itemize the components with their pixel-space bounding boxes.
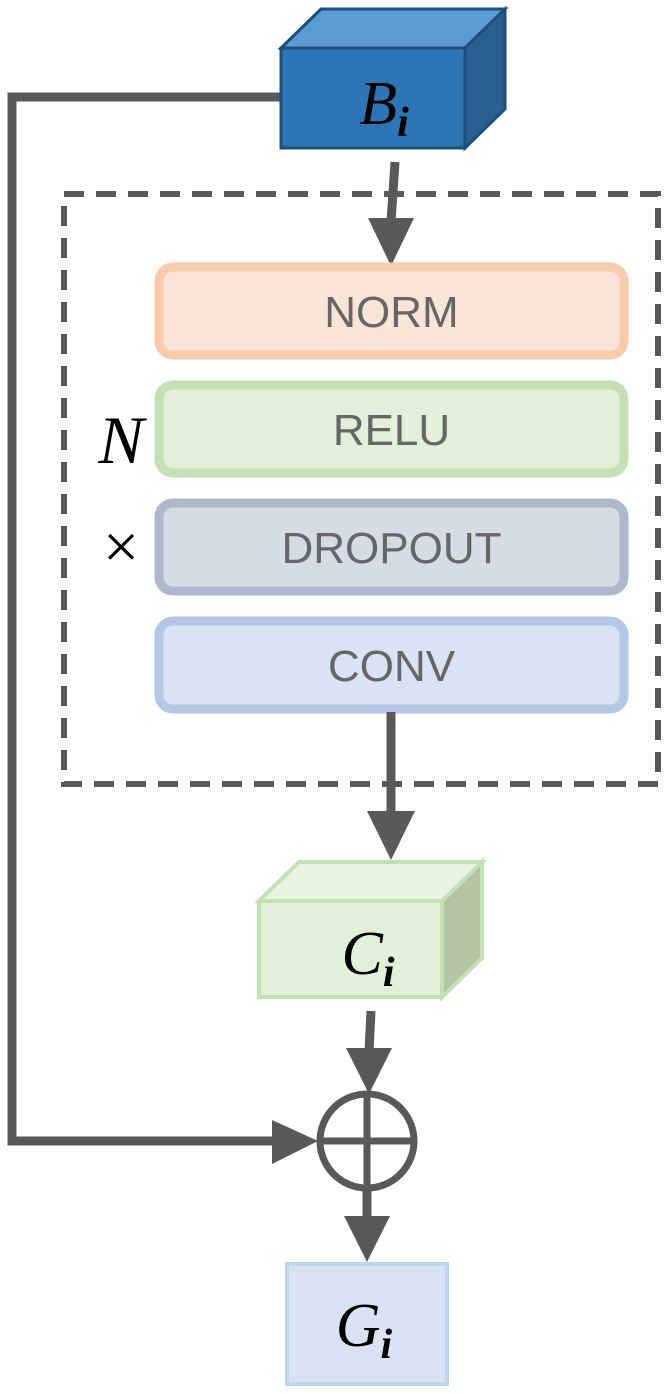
layer-stack: NORM RELU DROPOUT CONV (154, 262, 629, 714)
arrow-input-to-norm-head (368, 218, 414, 266)
input-block-symbol: B (359, 70, 397, 138)
layer-dropout: DROPOUT (154, 498, 629, 596)
conv-output-block-subscript: i (383, 950, 395, 996)
layer-relu-label: RELU (333, 406, 450, 455)
conv-output-block: Ci (254, 857, 487, 1002)
arrow-conv-out-to-sum (364, 1010, 376, 1053)
skip-connection-arrowhead (272, 1120, 318, 1164)
repeat-times-symbol: × (103, 511, 139, 582)
repeat-count: N (97, 402, 147, 478)
sum-node (316, 1090, 418, 1192)
skip-connection-line (7, 92, 284, 1146)
input-block-front (279, 46, 467, 150)
layer-relu: RELU (154, 380, 629, 478)
layer-conv: CONV (154, 616, 629, 714)
input-block-label: Bi (359, 70, 409, 146)
output-block: Gi (285, 1262, 449, 1386)
conv-output-block-front (257, 899, 444, 999)
output-block-subscript: i (381, 1322, 393, 1368)
arrow-conv-to-output-head (367, 811, 415, 860)
conv-output-block-symbol: C (341, 920, 383, 988)
arrow-conv-out-to-sum-head (346, 1048, 392, 1094)
input-block: Bi (277, 5, 509, 152)
layer-dropout-box (154, 498, 629, 596)
conv-output-block-label: Ci (341, 920, 394, 996)
repeat-region-border (61, 191, 661, 787)
layer-relu-box (154, 380, 629, 478)
output-block-box (285, 1262, 449, 1386)
arrow-input-to-norm (386, 161, 400, 223)
layer-norm-label: NORM (324, 288, 458, 337)
input-block-subscript: i (397, 100, 409, 146)
output-block-symbol: G (336, 1292, 381, 1360)
layer-dropout-label: DROPOUT (282, 524, 502, 573)
layer-conv-box (154, 616, 629, 714)
layer-conv-label: CONV (328, 642, 456, 691)
layer-norm-box (154, 262, 629, 360)
arrow-sum-to-output-head (344, 1216, 390, 1262)
layer-norm: NORM (154, 262, 629, 360)
output-block-label: Gi (336, 1292, 393, 1368)
